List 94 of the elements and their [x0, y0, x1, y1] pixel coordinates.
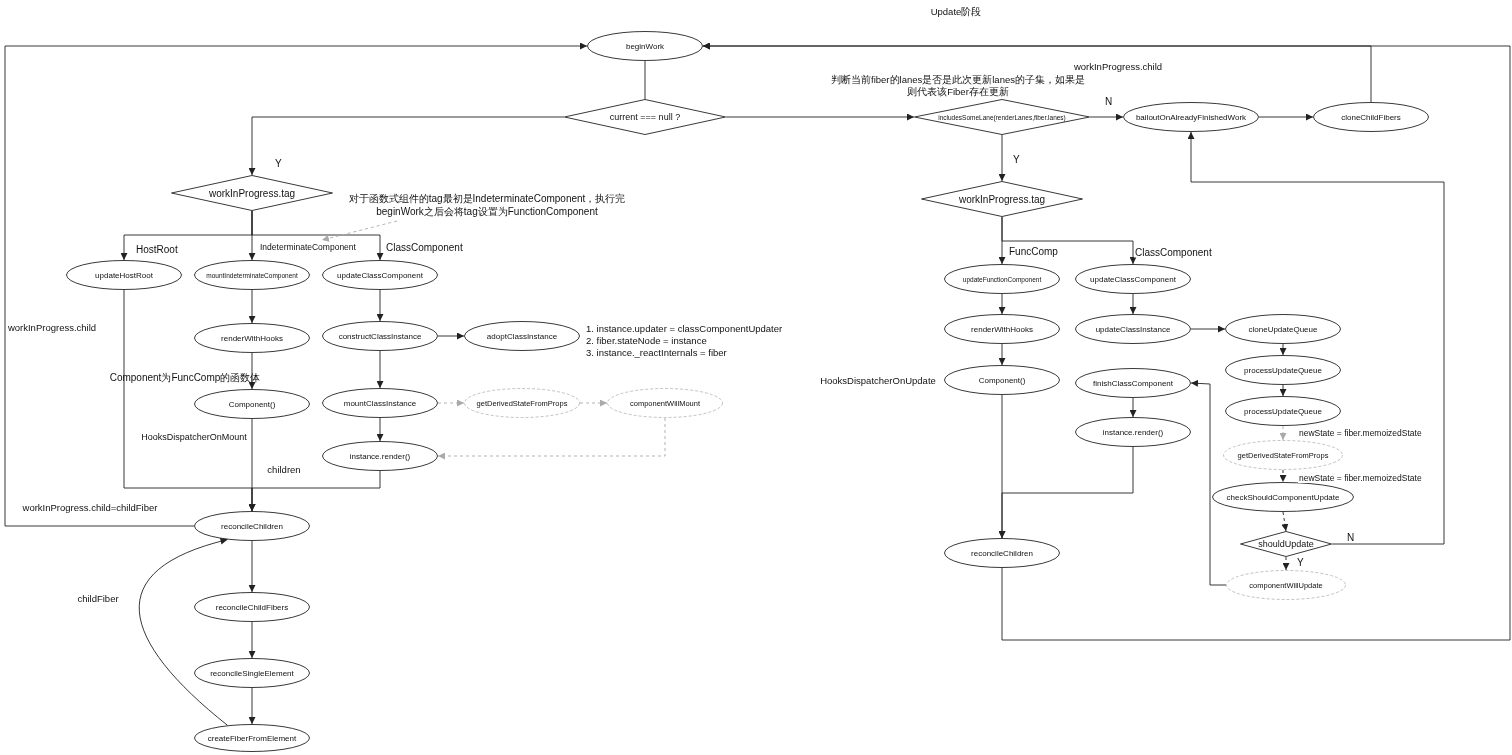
- process-ellipse: [322, 321, 438, 351]
- process-ellipse: [194, 260, 310, 290]
- node-text: current === null ?: [609, 112, 681, 122]
- note-label: children: [267, 463, 301, 475]
- edge-label: FuncComp: [1008, 245, 1059, 257]
- process-ellipse: [194, 592, 310, 622]
- process-ellipse: [1225, 396, 1341, 426]
- process-ellipse: [322, 441, 438, 471]
- node-text: instance.render(): [1102, 427, 1164, 437]
- node-text: workInProgress.tag: [208, 187, 296, 199]
- diagram-title: Update阶段: [930, 5, 982, 19]
- note-label: 3. instance._reactInternals = fiber: [586, 346, 727, 358]
- annotation-text: 判断当前fiber的lanes是否是此次更新lanes的子集，如果是则代表该Fiber存在更新: [830, 74, 1086, 98]
- node-text: reconcileChildren: [971, 548, 1033, 558]
- node-text: beginWork: [625, 41, 665, 51]
- node-text: processUpdateQueue: [1244, 365, 1322, 375]
- node-text: bailoutOnAlreadyFinishedWork: [1135, 112, 1247, 122]
- node-text: Component(): [228, 399, 276, 409]
- edge-label: HostRoot: [135, 243, 179, 255]
- edge-label: IndeterminateComponent: [259, 242, 357, 252]
- node-text: updateClassInstance: [1095, 324, 1171, 334]
- process-ellipse: [194, 658, 310, 688]
- edge-label: newState = fiber.memoizedState: [1298, 428, 1423, 438]
- node-text: renderWithHooks: [971, 324, 1033, 334]
- edge-label: N: [1346, 531, 1356, 543]
- decision-diamond: [921, 181, 1083, 217]
- node-text: cloneChildFibers: [1341, 112, 1401, 122]
- note-label: 2. fiber.stateNode = instance: [586, 334, 707, 346]
- process-ellipse: [464, 321, 580, 351]
- process-ellipse: [194, 724, 310, 752]
- process-ellipse: [944, 538, 1060, 568]
- decision-diamond: [1240, 531, 1332, 557]
- optional-step-ellipse: [464, 388, 580, 418]
- process-ellipse: [944, 314, 1060, 344]
- edge-label: Y: [1012, 153, 1021, 165]
- note-label: HooksDispatcherOnMount: [141, 432, 247, 442]
- edge-label: Y: [274, 157, 283, 169]
- node-text: constructClassInstance: [338, 331, 422, 341]
- node-text: reconcileChildFibers: [215, 602, 289, 612]
- node-text: updateHostRoot: [95, 270, 153, 280]
- process-ellipse: [1313, 102, 1429, 132]
- node-text: workInProgress.tag: [958, 193, 1046, 205]
- process-ellipse: [1075, 264, 1191, 294]
- edge-label: newState = fiber.memoizedState: [1298, 473, 1423, 483]
- process-ellipse: [194, 511, 310, 541]
- edge-label: Y: [1296, 556, 1305, 568]
- node-text: shouldUpdate: [1258, 539, 1314, 549]
- note-label: childFiber: [77, 592, 119, 604]
- note-label: HooksDispatcherOnUpdate: [820, 374, 936, 386]
- node-text: checkShouldComponentUpdate: [1226, 492, 1340, 502]
- node-text: updateClassComponent: [1090, 274, 1176, 284]
- note-label: workInProgress.child=childFiber: [22, 501, 158, 513]
- node-text: instance.render(): [349, 451, 411, 461]
- process-ellipse: [322, 388, 438, 418]
- process-ellipse: [1075, 368, 1191, 398]
- decision-diamond: [914, 99, 1090, 135]
- node-text: Component(): [978, 375, 1026, 385]
- connector-line: [644, 60, 646, 100]
- node-text: reconcileSingleElement: [210, 668, 294, 678]
- node-text: createFiberFromElement: [207, 733, 297, 743]
- process-ellipse: [1212, 482, 1354, 512]
- process-ellipse: [1225, 355, 1341, 385]
- edge-label: ClassComponent: [1134, 246, 1213, 258]
- node-text: cloneUpdateQueue: [1248, 324, 1318, 334]
- node-text: adoptClassInstance: [486, 331, 558, 341]
- process-ellipse: [587, 31, 703, 61]
- process-ellipse: [194, 389, 310, 419]
- process-ellipse: [1123, 102, 1259, 132]
- node-text: processUpdateQueue: [1244, 406, 1322, 416]
- optional-step-ellipse: [1226, 570, 1346, 600]
- edge-label: N: [1104, 95, 1114, 107]
- process-ellipse: [194, 323, 310, 353]
- process-ellipse: [322, 260, 438, 290]
- note-label: 1. instance.updater = classComponentUpdater: [586, 322, 783, 334]
- decision-diamond: [564, 99, 726, 135]
- note-label: Component为FuncComp的函数体: [109, 371, 261, 385]
- node-text: reconcileChildren: [221, 521, 283, 531]
- decision-diamond: [171, 175, 333, 211]
- process-ellipse: [944, 264, 1060, 294]
- optional-step-ellipse: [607, 388, 723, 418]
- note-label: workInProgress.child: [7, 321, 97, 333]
- node-text: updateClassComponent: [337, 270, 423, 280]
- edge-label: ClassComponent: [385, 241, 464, 253]
- process-ellipse: [1075, 417, 1191, 447]
- node-text: mountClassInstance: [343, 398, 417, 408]
- node-text: finishClassComponent: [1092, 378, 1173, 388]
- note-label: workInProgress.child: [1073, 60, 1163, 72]
- process-ellipse: [66, 260, 182, 290]
- annotation-text: 对于函数式组件的tag最初是IndeterminateComponent，执行完beginWork之后会将tag设置为FunctionComponent: [341, 193, 633, 221]
- process-ellipse: [1225, 314, 1341, 344]
- process-ellipse: [944, 365, 1060, 395]
- optional-step-ellipse: [1223, 440, 1343, 470]
- node-text: renderWithHooks: [221, 333, 283, 343]
- process-ellipse: [1075, 314, 1191, 344]
